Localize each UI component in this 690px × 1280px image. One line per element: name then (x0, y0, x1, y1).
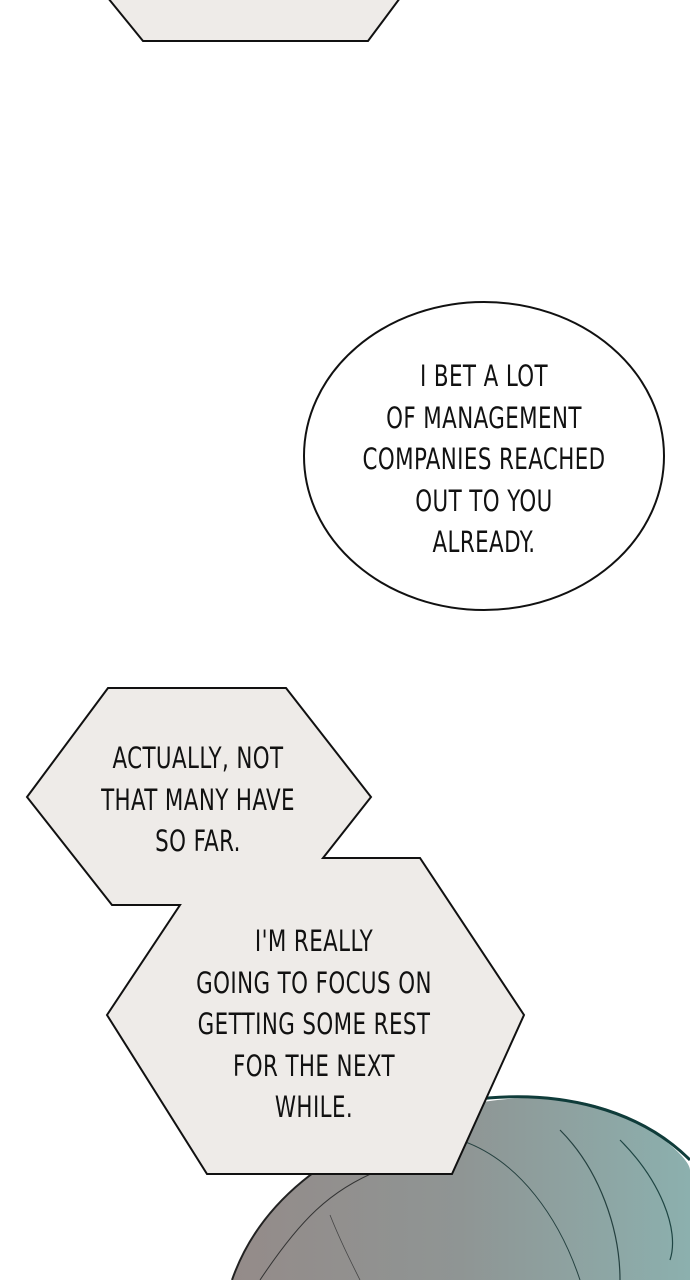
text-line: FOR THE NEXT (232, 1048, 396, 1083)
speech-bubble-text: I BET A LOT OF MANAGEMENT COMPANIES REAC… (336, 356, 631, 564)
previous-narration-box (108, 0, 400, 42)
text-line: OF MANAGEMENT (386, 400, 582, 435)
speech-bubble (303, 301, 665, 611)
text-line: COMPANIES REACHED (362, 442, 606, 476)
text-line: ALREADY. (432, 525, 536, 559)
text-line: I BET A LOT (419, 359, 549, 393)
narration-box-2-text: I'M REALLY GOING TO FOCUS ON GETTING SOM… (191, 921, 437, 1129)
narration-boxes (25, 687, 526, 1175)
text-line: OUT TO YOU (415, 483, 553, 518)
text-line: SO FAR. (155, 824, 241, 858)
text-line: I'M REALLY (254, 924, 374, 958)
text-line: WHILE. (274, 1090, 354, 1124)
narration-box-1-text: ACTUALLY, NOT THAT MANY HAVE SO FAR. (75, 738, 321, 863)
text-line: THAT MANY HAVE (101, 782, 295, 817)
text-line: GOING TO FOCUS ON (196, 965, 432, 1000)
text-line: GETTING SOME REST (197, 1007, 431, 1041)
character-hair (231, 1095, 690, 1280)
text-line: ACTUALLY, NOT (112, 741, 284, 775)
